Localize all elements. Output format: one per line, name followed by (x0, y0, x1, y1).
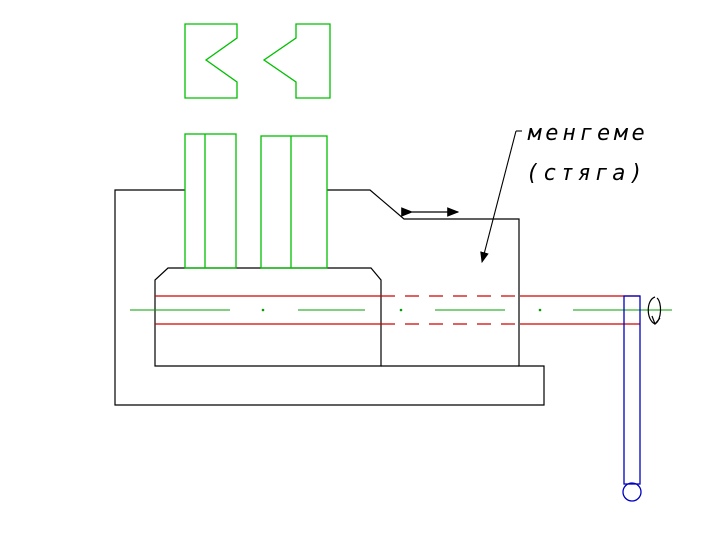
rotation-arrow-icon (647, 296, 662, 326)
screw-thread-lines (155, 295, 640, 325)
vise-body (114, 189, 545, 406)
annotation-line-2: (стяга) (526, 161, 647, 186)
movable-jaw-block (154, 267, 382, 367)
annotation-line-1: менгеме (527, 121, 649, 146)
jaw-plate-left (184, 133, 237, 269)
annotation-leader (480, 130, 522, 264)
jaw-plate-right (260, 135, 328, 269)
crank-handle (622, 295, 642, 502)
prism-jaw-right (262, 23, 331, 99)
screw-centerline (130, 308, 672, 312)
handle-knob (622, 482, 642, 502)
prism-jaw-left (184, 23, 238, 99)
